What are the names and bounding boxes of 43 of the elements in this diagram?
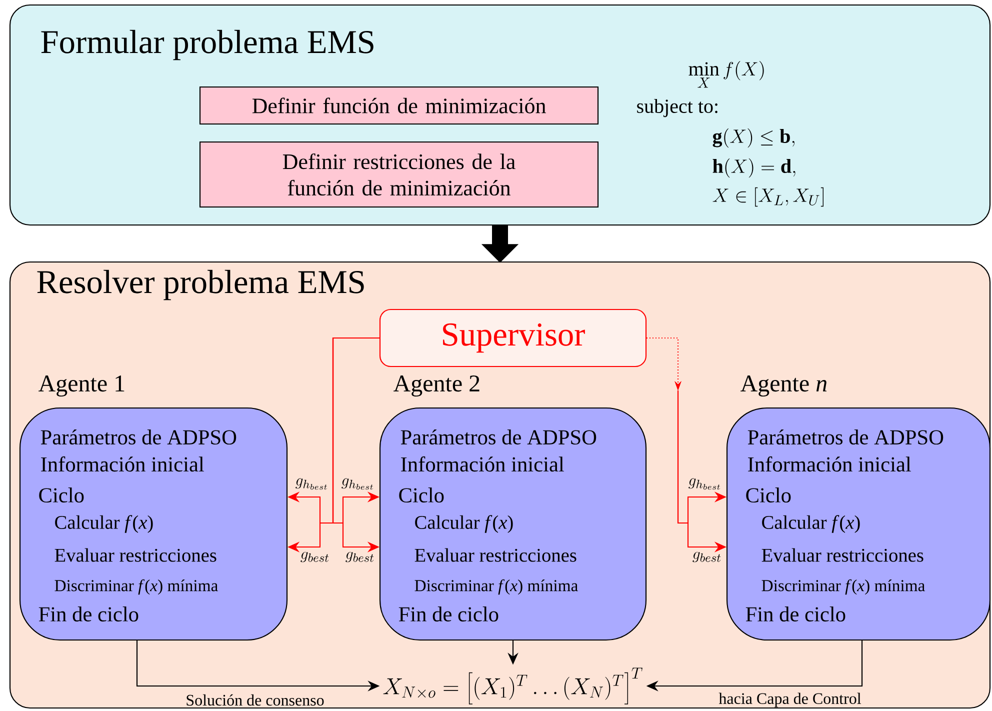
panel-heading: Formular problema EMS — [41, 30, 374, 60]
edge-label: Solución de consenso — [186, 694, 324, 706]
edge-label: $g_{best}$ — [346, 552, 374, 562]
step-text: Información inicial — [401, 456, 564, 472]
step-text: Información inicial — [41, 456, 204, 472]
edge-label: $g_{best}$ — [692, 552, 721, 562]
formula-text: $\mathbf{h}(X) = \mathbf{d},$ — [712, 158, 796, 178]
process-box: Definir restricciones de la función de minimización — [199, 141, 599, 208]
step-text: Parámetros de ADPSO — [748, 430, 944, 445]
step-text: Parámetros de ADPSO — [400, 430, 596, 445]
step-text: Evaluar restricciones — [54, 548, 216, 562]
step-text: Calcular f(x) — [55, 515, 153, 533]
formula-text: subject to: — [637, 98, 718, 118]
formula-text: $\min\limits_{X} f(X)$ — [688, 61, 764, 88]
step-text: Parámetros de ADPSO — [40, 430, 236, 445]
step-text: Fin de ciclo — [746, 606, 846, 622]
step-text: Ciclo — [399, 488, 444, 503]
edge-label: $g_{h_{best}}$ — [342, 478, 373, 490]
edge-label: $g_{h_{best}}$ — [296, 478, 327, 490]
step-text: Ciclo — [746, 488, 791, 503]
step-text: Evaluar restricciones — [414, 548, 576, 562]
step-text: Evaluar restricciones — [762, 548, 924, 562]
agent-heading: Agente 1 — [38, 375, 124, 397]
edge-label: hacia Capa de Control — [718, 692, 861, 708]
step-text: Discriminar f(x) mínima — [762, 579, 925, 595]
step-text: Ciclo — [39, 488, 84, 503]
vector-formula: $X_{N\times o} = \left[(X_1)^T\dots(X_N)^T\right]^T$ — [383, 668, 642, 704]
edge-label: $g_{best}$ — [300, 552, 329, 562]
panel-heading: Resolver problema EMS — [37, 270, 364, 300]
formula-text: $\mathbf{g}(X) \leq \mathbf{b},$ — [712, 128, 794, 148]
agent-heading: Agente n — [740, 375, 827, 397]
step-text: Discriminar f(x) mínima — [414, 579, 578, 595]
edge-label: $g_{h_{best}}$ — [688, 478, 720, 490]
supervisor-box: Supervisor — [379, 308, 647, 368]
process-box: Definir función de minimización — [199, 86, 599, 125]
step-text: Fin de ciclo — [38, 606, 138, 622]
agent-heading: Agente 2 — [394, 375, 480, 397]
formula-text: $X \in [X_L, X_U]$ — [712, 187, 824, 207]
step-text: Discriminar f(x) mínima — [54, 579, 218, 595]
step-text: Información inicial — [748, 456, 911, 472]
step-text: Calcular f(x) — [415, 515, 513, 533]
step-text: Calcular f(x) — [762, 515, 860, 533]
step-text: Fin de ciclo — [398, 606, 498, 622]
